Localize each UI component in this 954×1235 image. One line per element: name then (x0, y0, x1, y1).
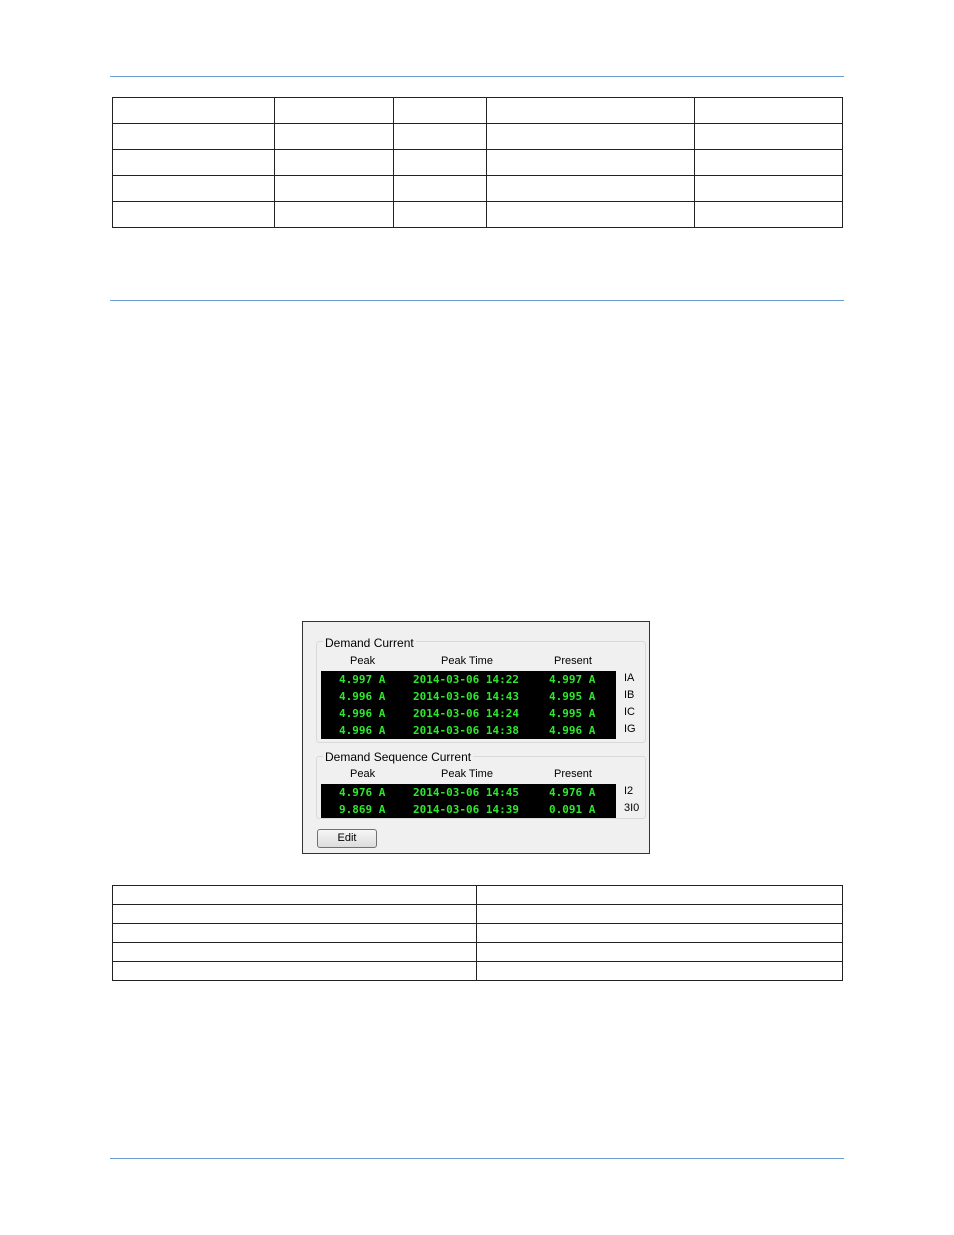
present-header: Present (554, 768, 592, 780)
present-value: 4.976 A (549, 786, 596, 799)
peak-value: 4.997 A (339, 673, 386, 686)
demand-panel: Demand Current Peak Peak Time Present 4.… (302, 621, 650, 854)
peak-value: 4.996 A (339, 707, 386, 720)
phase-label: I2 (624, 785, 634, 797)
top-table (112, 97, 843, 228)
table-row (112, 97, 843, 124)
peak-time-value: 2014-03-06 14:43 (413, 690, 519, 703)
peak-time-value: 2014-03-06 14:45 (413, 786, 519, 799)
peak-time-value: 2014-03-06 14:24 (413, 707, 519, 720)
present-header: Present (554, 655, 592, 667)
peak-header: Peak (350, 655, 376, 667)
phase-label: IG (624, 723, 636, 735)
section-rule (110, 300, 844, 301)
peak-value: 4.996 A (339, 724, 386, 737)
phase-label: IC (624, 706, 635, 718)
peak-header: Peak (350, 768, 376, 780)
table-row (112, 123, 843, 150)
table-row (112, 201, 843, 228)
present-value: 4.995 A (549, 707, 596, 720)
list-item: 9.869 A 2014-03-06 14:39 0.091 A (321, 801, 616, 818)
peak-time-header: Peak Time (441, 655, 493, 667)
table-row (112, 904, 843, 924)
table-row (112, 149, 843, 176)
present-value: 4.996 A (549, 724, 596, 737)
peak-value: 4.976 A (339, 786, 386, 799)
present-value: 4.995 A (549, 690, 596, 703)
table-row (112, 923, 843, 943)
edit-button[interactable]: Edit (317, 829, 377, 848)
peak-time-value: 2014-03-06 14:22 (413, 673, 519, 686)
list-item: 4.997 A 2014-03-06 14:22 4.997 A (321, 671, 616, 688)
demand-sequence-display: 4.976 A 2014-03-06 14:45 4.976 A 9.869 A… (321, 784, 616, 818)
peak-value: 4.996 A (339, 690, 386, 703)
demand-current-group (316, 641, 646, 743)
header-rule (110, 76, 844, 77)
footer-rule (110, 1158, 844, 1159)
phase-label: IB (624, 689, 635, 701)
list-item: 4.996 A 2014-03-06 14:43 4.995 A (321, 688, 616, 705)
present-value: 0.091 A (549, 803, 596, 816)
peak-time-value: 2014-03-06 14:38 (413, 724, 519, 737)
table-row (112, 961, 843, 981)
peak-value: 9.869 A (339, 803, 386, 816)
phase-label: IA (624, 672, 635, 684)
phase-label: 3I0 (624, 802, 640, 814)
list-item: 4.996 A 2014-03-06 14:38 4.996 A (321, 722, 616, 739)
list-item: 4.976 A 2014-03-06 14:45 4.976 A (321, 784, 616, 801)
table-row (112, 942, 843, 962)
demand-sequence-title: Demand Sequence Current (323, 750, 474, 764)
present-value: 4.997 A (549, 673, 596, 686)
demand-sequence-group (316, 756, 646, 819)
demand-current-title: Demand Current (323, 636, 416, 650)
table-row (112, 175, 843, 202)
peak-time-value: 2014-03-06 14:39 (413, 803, 519, 816)
list-item: 4.996 A 2014-03-06 14:24 4.995 A (321, 705, 616, 722)
peak-time-header: Peak Time (441, 768, 493, 780)
demand-current-display: 4.997 A 2014-03-06 14:22 4.997 A 4.996 A… (321, 671, 616, 739)
table-row (112, 885, 843, 905)
bottom-table (112, 885, 843, 981)
